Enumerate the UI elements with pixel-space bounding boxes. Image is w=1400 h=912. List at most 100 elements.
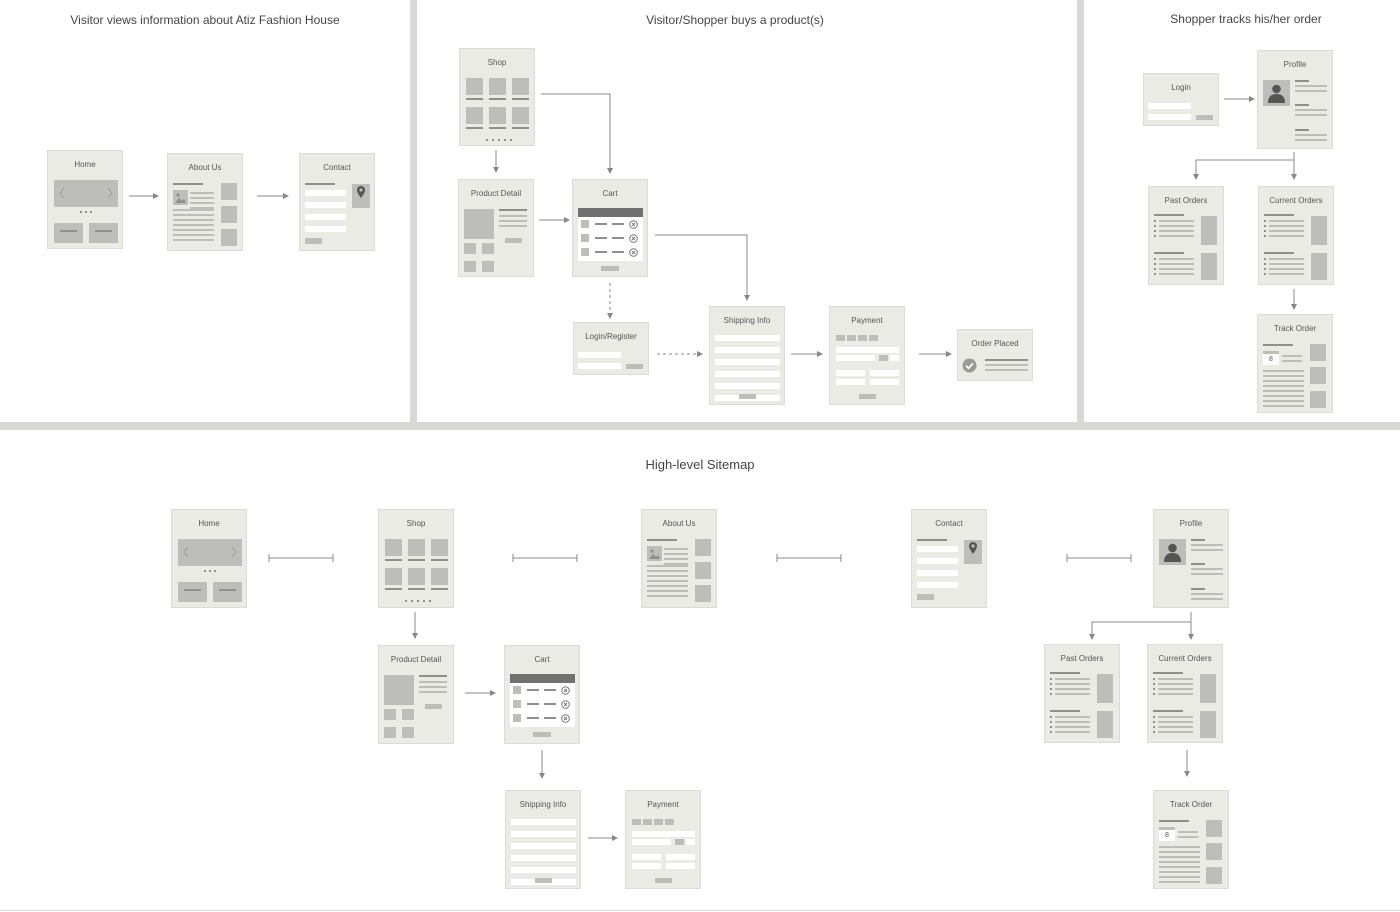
gallery-thumbnail [402,727,414,738]
zip-field [666,854,695,860]
add-to-cart-button [505,238,522,243]
calendar-icon [1281,353,1282,354]
image-icon [649,549,660,559]
order-line [1269,235,1304,237]
wireframe-title: Contact [323,163,351,172]
profile-line [1295,109,1327,111]
wireframe-title: Shop [406,519,426,528]
tile-line [219,589,236,591]
wireframe-title: Current Orders [1269,196,1323,205]
pagination-dot [510,139,512,141]
wireframe-title: Payment [851,316,883,325]
text-line [190,202,214,204]
name-field [836,379,865,385]
text-line [647,595,688,597]
bullet [1154,258,1156,260]
wireframe-title: Past Orders [1164,196,1208,205]
section-title-visitor-info: Visitor views information about Atiz Fas… [70,13,340,27]
order-line [1055,693,1090,695]
text-line [1263,390,1304,392]
tile-line [95,235,112,237]
pagination-dot [486,139,488,141]
product-thumbnail [408,539,425,556]
bullet [1264,220,1266,222]
order-thumbnail [1201,253,1217,280]
feature-tile [213,582,242,602]
bullet [1050,726,1052,728]
remove-x-icon [561,700,570,709]
calendar-header [1263,351,1279,354]
calendar-day-number: 8 [1269,356,1273,363]
wireframe-title: Contact [935,519,963,528]
bullet [1264,273,1266,275]
feature-tile [178,582,207,602]
bullet [1153,716,1155,718]
pagination-dot [423,600,425,602]
order-heading-line [1153,672,1183,674]
address-field [715,347,780,353]
cvv-field [686,839,695,845]
confirmation-line [985,359,1028,361]
side-block [221,206,237,223]
order-line [1158,726,1193,728]
card-type-option [643,819,652,825]
text-line [173,214,214,216]
order-line [1159,225,1194,227]
bullet [1050,731,1052,733]
card-type-option [654,819,663,825]
cart-header-bar [510,674,575,683]
order-heading-line [1153,710,1183,712]
remove-x-icon [629,234,638,243]
item-line [544,689,556,691]
item-line [527,717,539,719]
form-field [917,570,958,576]
wireframe-title: Order Placed [971,339,1019,348]
gallery-thumbnail [482,261,494,272]
zip-field [870,370,899,376]
product-thumbnail [385,539,402,556]
gallery-thumbnail [464,243,476,254]
order-line [1159,230,1194,232]
wireframe-contact: Contact [299,153,375,251]
user-avatar-icon [1164,543,1181,562]
divider-horizontal [0,422,1400,430]
section-title-shopper-tracks: Shopper tracks his/her order [1170,12,1322,26]
item-checkbox [513,714,521,722]
text-line [647,570,688,572]
bullet [1153,688,1155,690]
text-line [419,681,447,683]
tile-line [60,230,77,232]
carousel-dot [80,211,82,213]
profile-line [1191,544,1223,546]
text-line [1159,861,1200,863]
card-number-field [836,347,899,353]
wireframe-profile: Profile [1257,50,1333,149]
confirmation-line [985,364,1028,366]
card-type-option [632,819,641,825]
feature-tile [54,223,83,243]
profile-line [1191,593,1223,595]
side-block [1310,367,1326,384]
add-to-cart-button [425,704,442,709]
flow-arrow [541,93,613,174]
item-checkbox [581,234,589,242]
form-field [305,214,346,220]
product-name-line [408,559,425,561]
bullet [1050,688,1052,690]
wireframe-product-detail: Product Detail [378,645,454,744]
calendar-box [1159,827,1175,841]
form-field [305,226,346,232]
submit-button [917,594,934,600]
text-line [173,209,214,211]
order-line [1269,263,1304,265]
tile-line [184,589,201,591]
product-thumbnail [512,78,529,95]
order-line [1159,235,1194,237]
order-thumbnail [1201,216,1217,245]
password-field [1148,114,1191,120]
zip-field [870,379,899,385]
profile-line [1295,85,1327,87]
wireframe-title: Current Orders [1158,654,1212,663]
calendar-icon [1177,829,1178,830]
address-field [715,359,780,365]
